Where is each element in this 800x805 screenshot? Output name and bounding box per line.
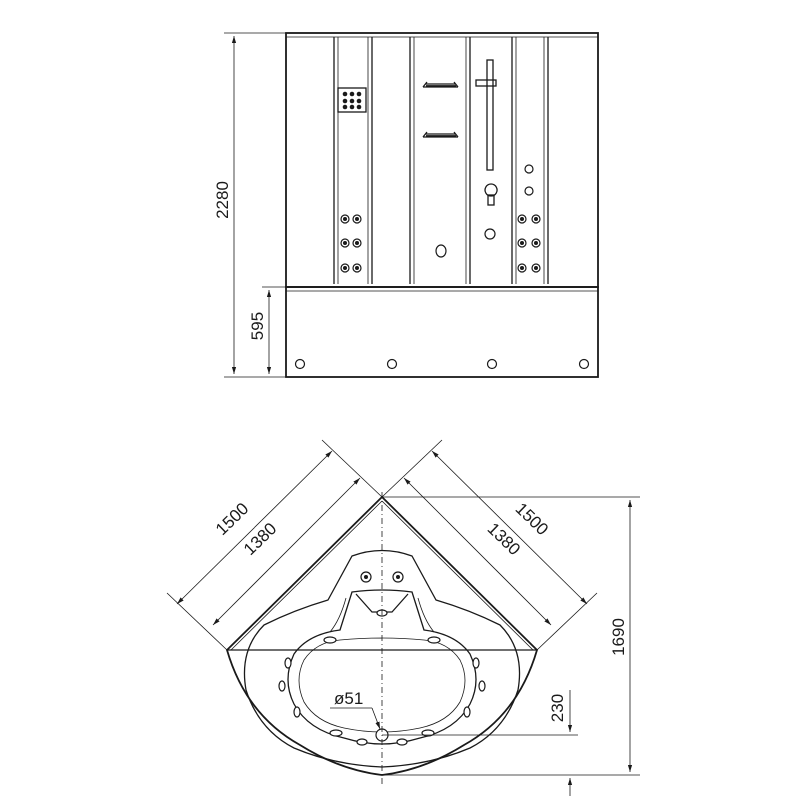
foot-massage-jet (435, 244, 447, 258)
top-dimensions-left: 1500 1380 (166, 439, 383, 651)
drain-offset-label: 230 (548, 694, 567, 722)
glass-panels (333, 37, 549, 284)
height-total-label: 2280 (213, 181, 232, 219)
shelves (422, 81, 459, 138)
tub-jets (278, 571, 486, 746)
side-outer-left-label: 1500 (212, 499, 252, 539)
shower-rail (475, 59, 498, 240)
left-body-jets (340, 214, 362, 273)
side-inner-left-label: 1380 (240, 519, 280, 559)
side-outer-right-label: 1500 (512, 499, 552, 539)
top-view: 1500 1380 1500 1380 1690 230 (166, 439, 640, 796)
top-dimensions-right: 1500 1380 (381, 439, 598, 651)
front-dimensions: 2280 595 (213, 32, 286, 378)
drain-diameter-label: ø51 (334, 689, 363, 708)
depth-total-label: 1690 (609, 618, 628, 656)
tub-base (285, 286, 599, 378)
drain-diameter-callout: ø51 (330, 689, 381, 730)
height-base-label: 595 (248, 312, 267, 340)
front-view: 2280 595 (213, 32, 599, 378)
control-panel (337, 87, 367, 113)
right-body-jets (517, 164, 541, 273)
side-inner-right-label: 1380 (484, 519, 524, 559)
drain-dimension: 230 (382, 690, 578, 796)
depth-dimension: 1690 (382, 496, 640, 776)
